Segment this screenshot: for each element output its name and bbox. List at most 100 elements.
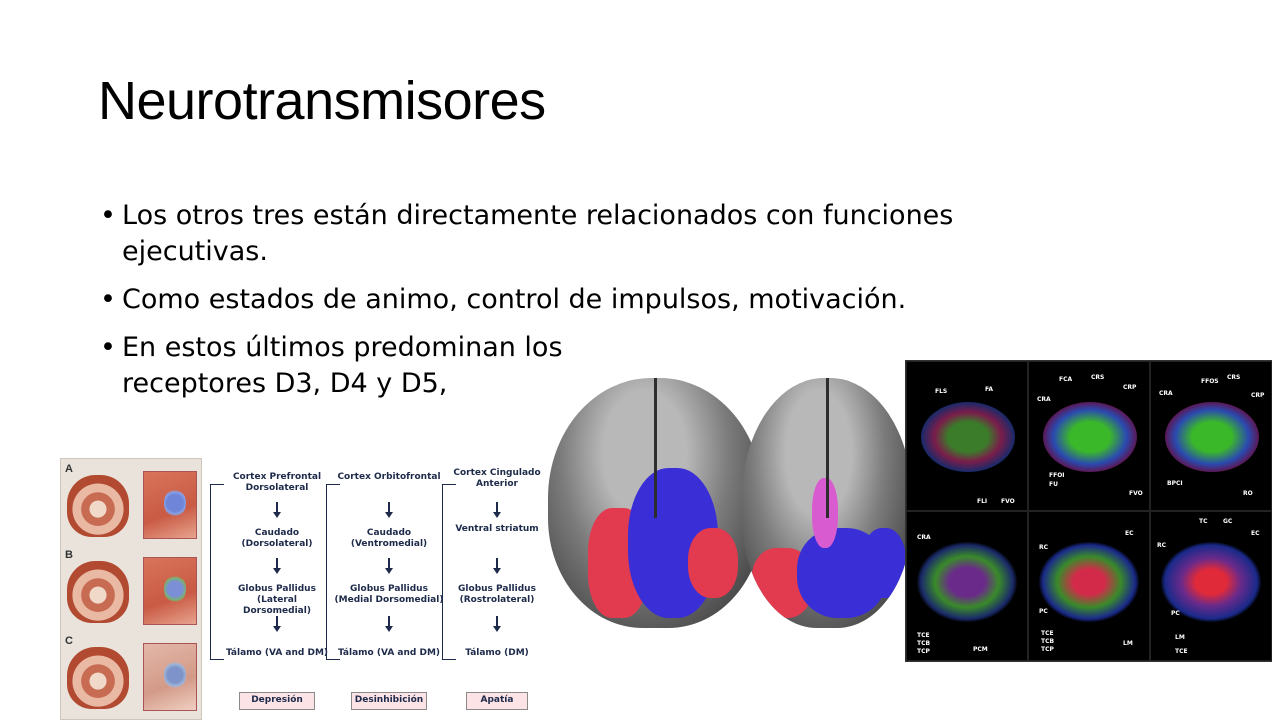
tract-label: CRS <box>1227 374 1241 381</box>
zoom-image <box>143 557 197 625</box>
tract-label: PC <box>1171 610 1180 617</box>
arrow-down-icon <box>273 616 281 632</box>
thalamus-node: Tálamo (VA and DM) <box>225 648 329 658</box>
tract-label: TCB <box>917 640 931 647</box>
arrow-down-icon <box>385 558 393 574</box>
arrow-down-icon <box>493 502 501 518</box>
pallidus-node: Globus Pallidus (Medial Dorsomedial) <box>334 584 444 605</box>
tract-label: TCB <box>1041 638 1055 645</box>
tract-label: FLI <box>977 498 988 505</box>
brain-slice-image <box>67 647 129 709</box>
zoom-image <box>143 471 197 539</box>
tract-label: PC <box>1039 608 1048 615</box>
dti-panel: FFOS CRS CRA CRP BPCI RO <box>1150 361 1272 511</box>
slice-row-b: B <box>61 547 203 631</box>
arrow-down-icon <box>493 616 501 632</box>
red-activation-overlay <box>688 528 738 598</box>
slice-row-c: C <box>61 633 203 717</box>
tract-label: RC <box>1157 542 1167 549</box>
result-badge: Apatía <box>466 692 528 710</box>
result-badge: Depresión <box>239 692 315 710</box>
bullet-list: Los otros tres están directamente relaci… <box>100 198 1060 414</box>
slice-row-a: A <box>61 461 203 545</box>
pallidus-node: Globus Pallidus (Rostrolateral) <box>458 584 536 605</box>
tract-label: FU <box>1049 481 1058 488</box>
brain-fissure <box>826 378 829 518</box>
brain-render-left <box>548 378 763 628</box>
brain-render-right <box>742 378 912 628</box>
dti-panel: CRA TCE TCB TCP PCM <box>906 511 1028 661</box>
tract-label: EC <box>1251 530 1260 537</box>
frontal-subcortical-circuits-diagram: Cortex Prefrontal Dorsolateral Caudado (… <box>206 458 546 720</box>
tract-label: TC <box>1199 518 1208 525</box>
pink-activation-overlay <box>812 478 838 548</box>
striatum-node: Caudado (Ventromedial) <box>350 528 428 549</box>
feedback-loop-line <box>326 484 340 660</box>
tract-label: TCP <box>917 648 930 655</box>
cortex-node: Cortex Prefrontal Dorsolateral <box>232 472 322 493</box>
tract-label: FCA <box>1059 376 1073 383</box>
tract-label: CRS <box>1091 374 1105 381</box>
thalamus-node: Tálamo (VA and DM) <box>337 648 441 658</box>
tract-label: TCE <box>1041 630 1054 637</box>
dti-tractography-figure: FLS FA FLI FVO FCA CRS CRP CRA FFOI FU F… <box>905 360 1272 662</box>
tract-label: CRP <box>1251 392 1265 399</box>
brain-slice-image <box>67 561 129 623</box>
tract-label: CRA <box>1159 390 1173 397</box>
tract-image <box>921 402 1015 472</box>
tract-image <box>1165 402 1259 472</box>
slice-label: A <box>65 463 73 475</box>
tract-label: FVO <box>1001 498 1015 505</box>
tract-label: TCE <box>1175 648 1188 655</box>
tract-label: FFOS <box>1201 378 1219 385</box>
tract-label: BPCI <box>1167 480 1183 487</box>
tract-label: LM <box>1175 634 1185 641</box>
tract-image <box>1043 402 1137 472</box>
tract-label: RC <box>1039 544 1049 551</box>
striatum-node: Caudado (Dorsolateral) <box>241 528 313 549</box>
dti-panel: FLS FA FLI FVO <box>906 361 1028 511</box>
blue-activation-overlay <box>862 528 906 598</box>
tract-label: CRP <box>1123 384 1137 391</box>
tract-label: RO <box>1243 490 1253 497</box>
tract-label: FVO <box>1129 490 1143 497</box>
coronal-slices-figure: A B C <box>60 458 202 720</box>
slice-label: C <box>65 635 73 647</box>
brain-fissure <box>654 378 657 518</box>
tract-label: FLS <box>935 388 948 395</box>
thalamus-node: Tálamo (DM) <box>465 648 529 658</box>
bullet-item: Como estados de animo, control de impuls… <box>100 282 1060 318</box>
dti-panel: EC RC PC TCE TCB TCP LM <box>1028 511 1150 661</box>
dti-panel: FCA CRS CRP CRA FFOI FU FVO <box>1028 361 1150 511</box>
cortex-node: Cortex Cingulado Anterior <box>453 468 541 489</box>
tract-label: CRA <box>917 534 931 541</box>
tract-label: FA <box>985 386 994 393</box>
tract-label: EC <box>1125 530 1134 537</box>
tract-image <box>917 542 1017 622</box>
tract-image <box>1039 542 1139 622</box>
tract-label: FFOI <box>1049 472 1065 479</box>
bullet-item: Los otros tres están directamente relaci… <box>100 198 1060 270</box>
bullet-item: En estos últimos predominan los receptor… <box>100 330 570 402</box>
striatum-node: Ventral striatum <box>455 524 539 534</box>
tract-label: TCP <box>1041 646 1054 653</box>
feedback-loop-line <box>442 484 456 660</box>
arrow-down-icon <box>493 558 501 574</box>
tract-label: LM <box>1123 640 1133 647</box>
tract-image <box>1161 542 1261 622</box>
arrow-down-icon <box>385 502 393 518</box>
slice-label: B <box>65 549 73 561</box>
zoom-image <box>143 643 197 711</box>
feedback-loop-line <box>210 484 224 660</box>
tract-label: GC <box>1223 518 1233 525</box>
arrow-down-icon <box>273 502 281 518</box>
result-badge: Desinhibición <box>351 692 427 710</box>
slide-title: Neurotransmisores <box>98 71 546 131</box>
cortex-node: Cortex Orbitofrontal <box>337 472 441 482</box>
arrow-down-icon <box>385 616 393 632</box>
brain-slice-image <box>67 475 129 537</box>
tract-label: PCM <box>973 646 988 653</box>
dti-panel: TC GC EC RC PC LM TCE <box>1150 511 1272 661</box>
arrow-down-icon <box>273 558 281 574</box>
pallidus-node: Globus Pallidus (Lateral Dorsomedial) <box>238 584 316 616</box>
